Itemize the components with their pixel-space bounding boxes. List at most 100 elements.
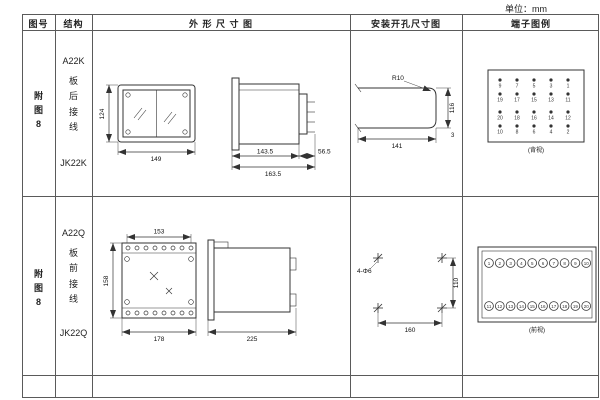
header-structure: 结构 bbox=[63, 19, 84, 29]
dim-158: 158 bbox=[103, 275, 110, 286]
row1-wiring: 板后接线 bbox=[68, 76, 78, 132]
svg-text:10: 10 bbox=[497, 130, 503, 136]
dim-178: 178 bbox=[154, 336, 165, 343]
terminal-caption-front: (前视) bbox=[529, 326, 545, 334]
header-mounting: 安装开孔尺寸图 bbox=[370, 19, 441, 29]
svg-text:1: 1 bbox=[488, 261, 491, 266]
svg-text:7: 7 bbox=[553, 261, 556, 266]
terminal-box bbox=[487, 69, 585, 143]
screw-strip-bottom bbox=[125, 310, 194, 316]
col-divider-4 bbox=[462, 14, 463, 398]
cutout-dimensions: 141 116 3 bbox=[357, 87, 456, 150]
row2-model: A22Q bbox=[61, 228, 85, 238]
col-divider-1 bbox=[55, 14, 56, 398]
side-view bbox=[207, 239, 297, 321]
svg-text:12: 12 bbox=[497, 304, 503, 309]
svg-text:19: 19 bbox=[573, 304, 579, 309]
row2-relay: JK22Q bbox=[59, 328, 88, 338]
mounting-drawing-a22q: 4-Φ6 160 110 bbox=[357, 253, 460, 334]
front-view bbox=[121, 242, 197, 319]
svg-text:8: 8 bbox=[516, 130, 519, 136]
svg-text:15: 15 bbox=[530, 304, 536, 309]
svg-text:16: 16 bbox=[531, 116, 537, 122]
table-border-bottom bbox=[22, 397, 599, 398]
front-view-dimensions: 124 149 bbox=[99, 84, 196, 163]
svg-text:8: 8 bbox=[563, 261, 566, 266]
svg-text:2: 2 bbox=[567, 130, 570, 136]
svg-text:17: 17 bbox=[551, 304, 557, 309]
dim-225: 225 bbox=[247, 336, 258, 343]
row2-divider bbox=[22, 375, 599, 376]
svg-text:19: 19 bbox=[497, 98, 503, 104]
svg-text:11: 11 bbox=[487, 304, 492, 309]
terminal-caption-back: (背视) bbox=[528, 146, 544, 154]
svg-text:20: 20 bbox=[584, 304, 590, 309]
unit-label: 单位：mm bbox=[505, 4, 547, 14]
svg-text:9: 9 bbox=[574, 261, 577, 266]
svg-text:13: 13 bbox=[548, 98, 554, 104]
dim-153: 153 bbox=[154, 229, 165, 236]
radius-label: R10 bbox=[392, 75, 404, 82]
table-border-left bbox=[22, 14, 23, 398]
svg-text:2: 2 bbox=[499, 261, 502, 266]
dim-116: 116 bbox=[449, 102, 456, 113]
outline-drawing-a22k: 124 149 143.5 56.5 163.5 bbox=[99, 77, 331, 178]
header-fig-no: 图号 bbox=[28, 19, 49, 29]
outline-drawing-a22q: 153 158 178 225 bbox=[103, 229, 297, 343]
side-view bbox=[231, 77, 315, 151]
svg-text:15: 15 bbox=[531, 98, 537, 104]
mounting-drawing-a22k: R10 141 116 3 bbox=[354, 75, 456, 150]
dim-3: 3 bbox=[451, 133, 455, 139]
svg-text:4: 4 bbox=[550, 130, 553, 136]
holes-label: 4-Φ6 bbox=[357, 268, 372, 275]
svg-text:7: 7 bbox=[516, 84, 519, 90]
dim-56-5: 56.5 bbox=[318, 149, 331, 156]
table-border-right bbox=[598, 14, 599, 398]
svg-text:14: 14 bbox=[519, 304, 525, 309]
hole-dimensions: 160 110 bbox=[377, 257, 460, 334]
screw-strip-top bbox=[125, 245, 194, 251]
svg-text:9: 9 bbox=[499, 84, 502, 90]
svg-text:10: 10 bbox=[584, 261, 590, 266]
front-view-dimensions: 153 158 178 bbox=[103, 229, 197, 343]
row1-relay: JK22K bbox=[60, 158, 87, 168]
dim-163-5: 163.5 bbox=[265, 171, 282, 178]
terminal-box bbox=[477, 246, 597, 323]
svg-text:14: 14 bbox=[548, 116, 554, 122]
row1-model: A22K bbox=[62, 56, 85, 66]
dim-110: 110 bbox=[453, 277, 460, 288]
dim-149: 149 bbox=[151, 156, 162, 163]
svg-text:1: 1 bbox=[567, 84, 570, 90]
svg-text:6: 6 bbox=[533, 130, 536, 136]
svg-text:16: 16 bbox=[540, 304, 546, 309]
svg-text:5: 5 bbox=[531, 261, 534, 266]
panel-cutout: R10 bbox=[354, 75, 437, 133]
dim-141: 141 bbox=[392, 143, 403, 150]
svg-text:20: 20 bbox=[497, 116, 503, 122]
header-divider bbox=[22, 30, 599, 31]
side-view-dimensions: 225 bbox=[207, 308, 297, 343]
svg-text:13: 13 bbox=[508, 304, 514, 309]
front-view bbox=[117, 84, 196, 143]
svg-text:3: 3 bbox=[550, 84, 553, 90]
svg-text:17: 17 bbox=[514, 98, 520, 104]
row2-wiring: 板前接线 bbox=[68, 248, 78, 304]
table-border-top bbox=[22, 14, 599, 15]
col-divider-2 bbox=[92, 14, 93, 398]
mounting-holes: 4-Φ6 bbox=[357, 253, 447, 313]
row1-fig-no: 附图8 bbox=[33, 91, 43, 129]
svg-text:4: 4 bbox=[520, 261, 523, 266]
row1-divider bbox=[22, 196, 599, 197]
terminal-box-inner bbox=[481, 250, 593, 319]
svg-text:3: 3 bbox=[509, 261, 512, 266]
hole-marks bbox=[373, 253, 447, 313]
svg-text:6: 6 bbox=[542, 261, 545, 266]
dim-160: 160 bbox=[405, 327, 416, 334]
svg-text:18: 18 bbox=[562, 304, 568, 309]
svg-text:12: 12 bbox=[565, 116, 571, 122]
svg-text:5: 5 bbox=[533, 84, 536, 90]
